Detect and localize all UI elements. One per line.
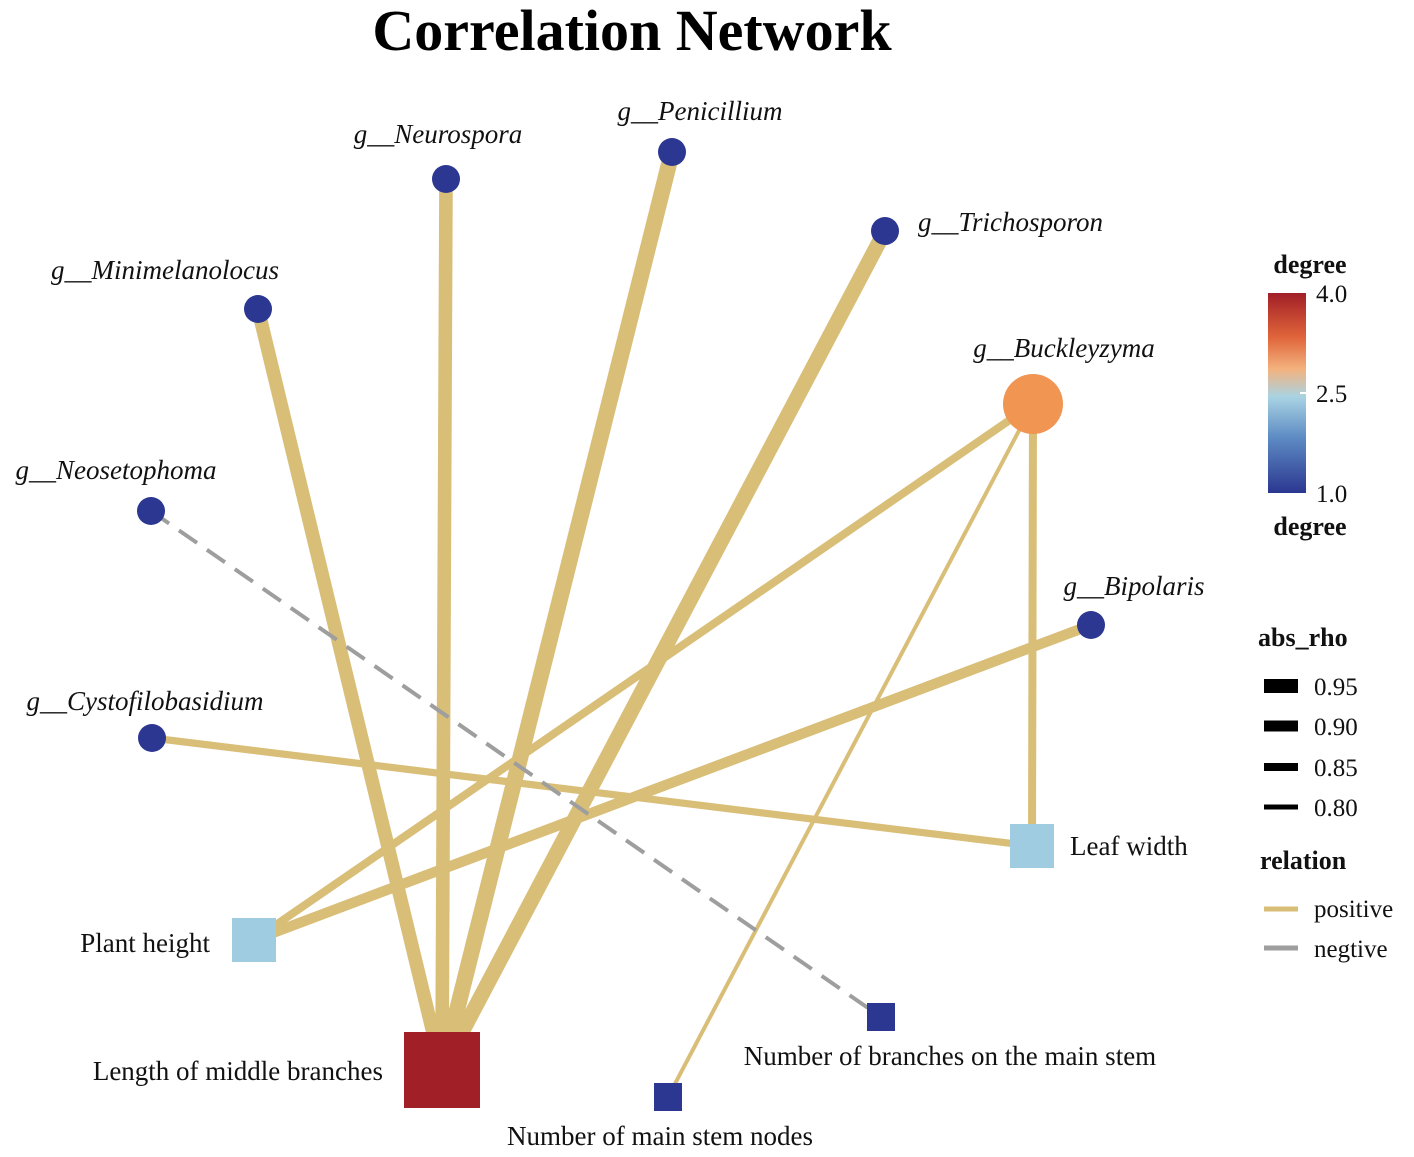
edge-buckleyzyma-num_main_stem_nodes bbox=[666, 403, 1035, 1098]
node-label-num_main_stem_nodes: Number of main stem nodes bbox=[507, 1121, 813, 1151]
legend-degree: degree 4.0 2.5 1.0 degree bbox=[1268, 250, 1347, 541]
edge-neosetophoma-num_branches_main_stem bbox=[149, 509, 883, 1019]
edge-buckleyzyma-leaf_width bbox=[1028, 403, 1037, 847]
legend-relation-title: relation bbox=[1260, 846, 1347, 875]
node-cystofilobasidium bbox=[138, 724, 166, 752]
node-labels-layer: g__Neurospora g__Penicillium g__Trichospor… bbox=[16, 96, 1205, 1151]
legend-abs-rho-title: abs_rho bbox=[1258, 623, 1348, 652]
relation-label-negative: negtive bbox=[1314, 936, 1388, 963]
node-plant_height bbox=[232, 918, 276, 962]
degree-tick-low: 1.0 bbox=[1316, 481, 1347, 508]
node-buckleyzyma bbox=[1003, 374, 1063, 434]
node-neosetophoma bbox=[137, 497, 165, 525]
legend-degree-title-bottom: degree bbox=[1273, 512, 1346, 541]
node-num_branches_main_stem bbox=[867, 1003, 895, 1031]
edge-minimelanolocus-length_middle_branches bbox=[251, 307, 449, 1072]
edge-bipolaris-plant_height bbox=[252, 620, 1093, 945]
edge-buckleyzyma-plant_height bbox=[251, 400, 1036, 944]
legend-abs-rho: abs_rho 0.95 0.90 0.85 0.80 bbox=[1258, 623, 1358, 822]
node-label-leaf_width: Leaf width bbox=[1070, 831, 1188, 861]
node-label-neurospora: g__Neurospora bbox=[354, 119, 523, 149]
node-trichosporon bbox=[871, 217, 899, 245]
node-label-minimelanolocus: g__Minimelanolocus bbox=[51, 255, 279, 285]
edges-layer bbox=[149, 150, 1093, 1098]
abs-rho-label-090: 0.90 bbox=[1314, 714, 1358, 741]
node-num_main_stem_nodes bbox=[654, 1083, 682, 1111]
node-label-penicillium: g__Penicillium bbox=[618, 96, 783, 126]
node-label-bipolaris: g__Bipolaris bbox=[1063, 571, 1204, 601]
node-minimelanolocus bbox=[244, 295, 272, 323]
node-label-trichosporon: g__Trichosporon bbox=[918, 207, 1103, 237]
node-label-neosetophoma: g__Neosetophoma bbox=[16, 455, 217, 485]
abs-rho-label-095: 0.95 bbox=[1314, 674, 1358, 701]
legend-relation: relation positive negtive bbox=[1260, 846, 1393, 963]
edge-trichosporon-length_middle_branches bbox=[435, 227, 892, 1074]
node-label-plant_height: Plant height bbox=[80, 928, 210, 958]
node-label-cystofilobasidium: g__Cystofilobasidium bbox=[26, 686, 263, 716]
abs-rho-label-085: 0.85 bbox=[1314, 755, 1358, 782]
node-bipolaris bbox=[1077, 611, 1105, 639]
node-leaf_width bbox=[1010, 824, 1054, 868]
node-length_middle_branches bbox=[404, 1032, 480, 1108]
relation-label-positive: positive bbox=[1314, 896, 1393, 923]
nodes-layer bbox=[137, 138, 1105, 1111]
node-label-num_branches_main_stem: Number of branches on the main stem bbox=[744, 1041, 1156, 1071]
edge-cystofilobasidium-leaf_width bbox=[151, 734, 1033, 850]
edge-neurospora-length_middle_branches bbox=[435, 178, 453, 1071]
node-label-length_middle_branches: Length of middle branches bbox=[93, 1056, 383, 1086]
node-neurospora bbox=[432, 165, 460, 193]
degree-tick-mid: 2.5 bbox=[1316, 381, 1347, 408]
abs-rho-label-080: 0.80 bbox=[1314, 795, 1358, 822]
chart-title: Correlation Network bbox=[372, 0, 892, 63]
node-penicillium bbox=[658, 138, 686, 166]
node-label-buckleyzyma: g__Buckleyzyma bbox=[973, 333, 1154, 363]
legend-degree-title: degree bbox=[1273, 250, 1346, 279]
degree-tick-high: 4.0 bbox=[1316, 281, 1347, 308]
degree-colorbar bbox=[1268, 293, 1306, 493]
edge-penicillium-length_middle_branches bbox=[434, 150, 680, 1072]
